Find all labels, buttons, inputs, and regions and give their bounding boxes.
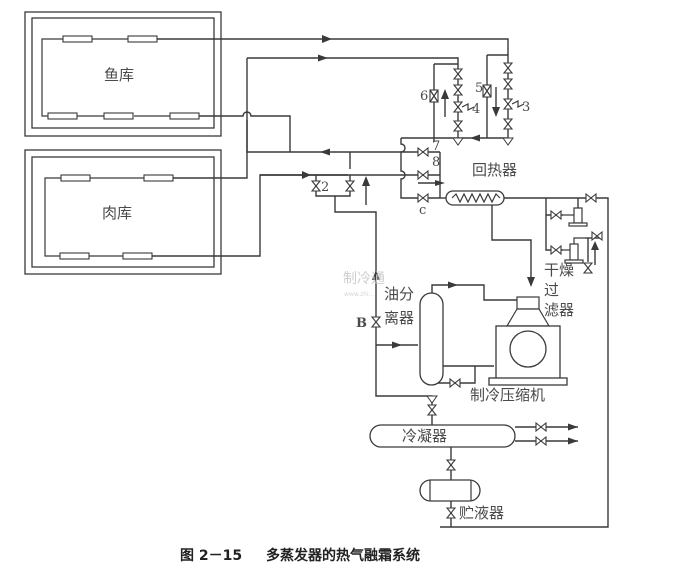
drier-filter-label-3: 滤器 (544, 301, 574, 319)
meat-store-label: 肉库 (102, 204, 132, 222)
liquid-receiver (419, 479, 481, 502)
drier-filter (563, 207, 588, 264)
watermark: 制冷通 (343, 271, 385, 287)
valve-5-label: 5 (475, 81, 483, 96)
flow-arrow (448, 281, 458, 289)
condenser-label: 冷凝器 (402, 427, 447, 445)
flow-arrow (435, 180, 445, 186)
valve-2 (311, 180, 321, 192)
check-valve-6 (429, 89, 439, 103)
valve-6-label: 6 (420, 89, 428, 104)
flow-arrow (318, 54, 328, 62)
flow-arrow (568, 437, 578, 445)
piping (152, 35, 609, 528)
fish-store-room: 鱼库 (24, 11, 222, 137)
drier-filter-label-1: 干燥 (544, 261, 574, 279)
valve (427, 404, 437, 416)
valve-4-label: 4 (472, 102, 480, 117)
labels: 回热器 干燥 过 滤器 油分 离器 制冷压缩机 冷凝器 贮液器 2 3 4 5 … (321, 81, 574, 522)
receiver-label: 贮液器 (459, 504, 504, 522)
valve (591, 231, 603, 241)
flow-arrow (372, 270, 380, 280)
fish-store-label: 鱼库 (104, 66, 134, 84)
valve-7 (417, 147, 429, 157)
heat-exchanger-label: 回热器 (472, 161, 517, 179)
condenser (369, 424, 516, 448)
valve-c (417, 193, 429, 203)
meat-store-room: 肉库 (24, 149, 222, 275)
compressor-label: 制冷压缩机 (470, 386, 545, 404)
oil-return-valve (449, 378, 461, 388)
oil-separator-label-1: 油分 (384, 285, 414, 303)
watermark-url: www.zhi... (344, 291, 375, 298)
figure-title: 多蒸发器的热气融霜系统 (266, 547, 420, 564)
check-valve-5 (482, 84, 492, 98)
valve-8-label: 8 (432, 155, 440, 170)
valve-7-label: 7 (432, 139, 440, 154)
flow-arrow (302, 171, 311, 179)
heat-exchanger (445, 190, 505, 206)
flow-arrow (591, 241, 599, 250)
oil-separator (419, 292, 444, 386)
valve (453, 84, 463, 96)
valve (503, 118, 513, 130)
valve (503, 78, 513, 90)
valve (446, 459, 456, 471)
valve-B-label: B (356, 316, 367, 331)
water-valve (535, 422, 547, 432)
valve-2-label: 2 (321, 180, 329, 195)
valve (453, 120, 463, 132)
valve (453, 68, 463, 80)
valve (503, 62, 513, 74)
solenoid-valve-4 (453, 101, 463, 113)
valve (583, 262, 593, 274)
flow-arrow (362, 176, 370, 186)
valve-3-label: 3 (522, 100, 530, 115)
flow-arrow (392, 341, 402, 349)
valves (311, 62, 603, 519)
water-valve (535, 436, 547, 446)
flow-arrow (322, 35, 332, 43)
valve-B (371, 316, 381, 328)
flow-arrow (470, 134, 480, 142)
flow-arrow (320, 148, 330, 156)
oil-separator-label-2: 离器 (384, 309, 414, 327)
valve-c-label: c (419, 203, 426, 218)
valve (446, 507, 456, 519)
refrigeration-compressor (488, 296, 568, 386)
valve (550, 245, 562, 255)
valve (345, 180, 355, 192)
flow-arrow (527, 277, 535, 287)
flow-arrow (492, 107, 500, 117)
flow-arrow (568, 423, 578, 431)
valve-8 (417, 170, 429, 180)
flow-arrow (441, 89, 449, 99)
drier-filter-label-2: 过 (544, 281, 559, 299)
solenoid-valve-3 (503, 98, 513, 110)
figure-number: 图 2－15 (180, 548, 242, 564)
figure-caption: 图 2－15 多蒸发器的热气融霜系统 (180, 547, 420, 564)
valve (550, 210, 562, 220)
valve (585, 193, 597, 203)
